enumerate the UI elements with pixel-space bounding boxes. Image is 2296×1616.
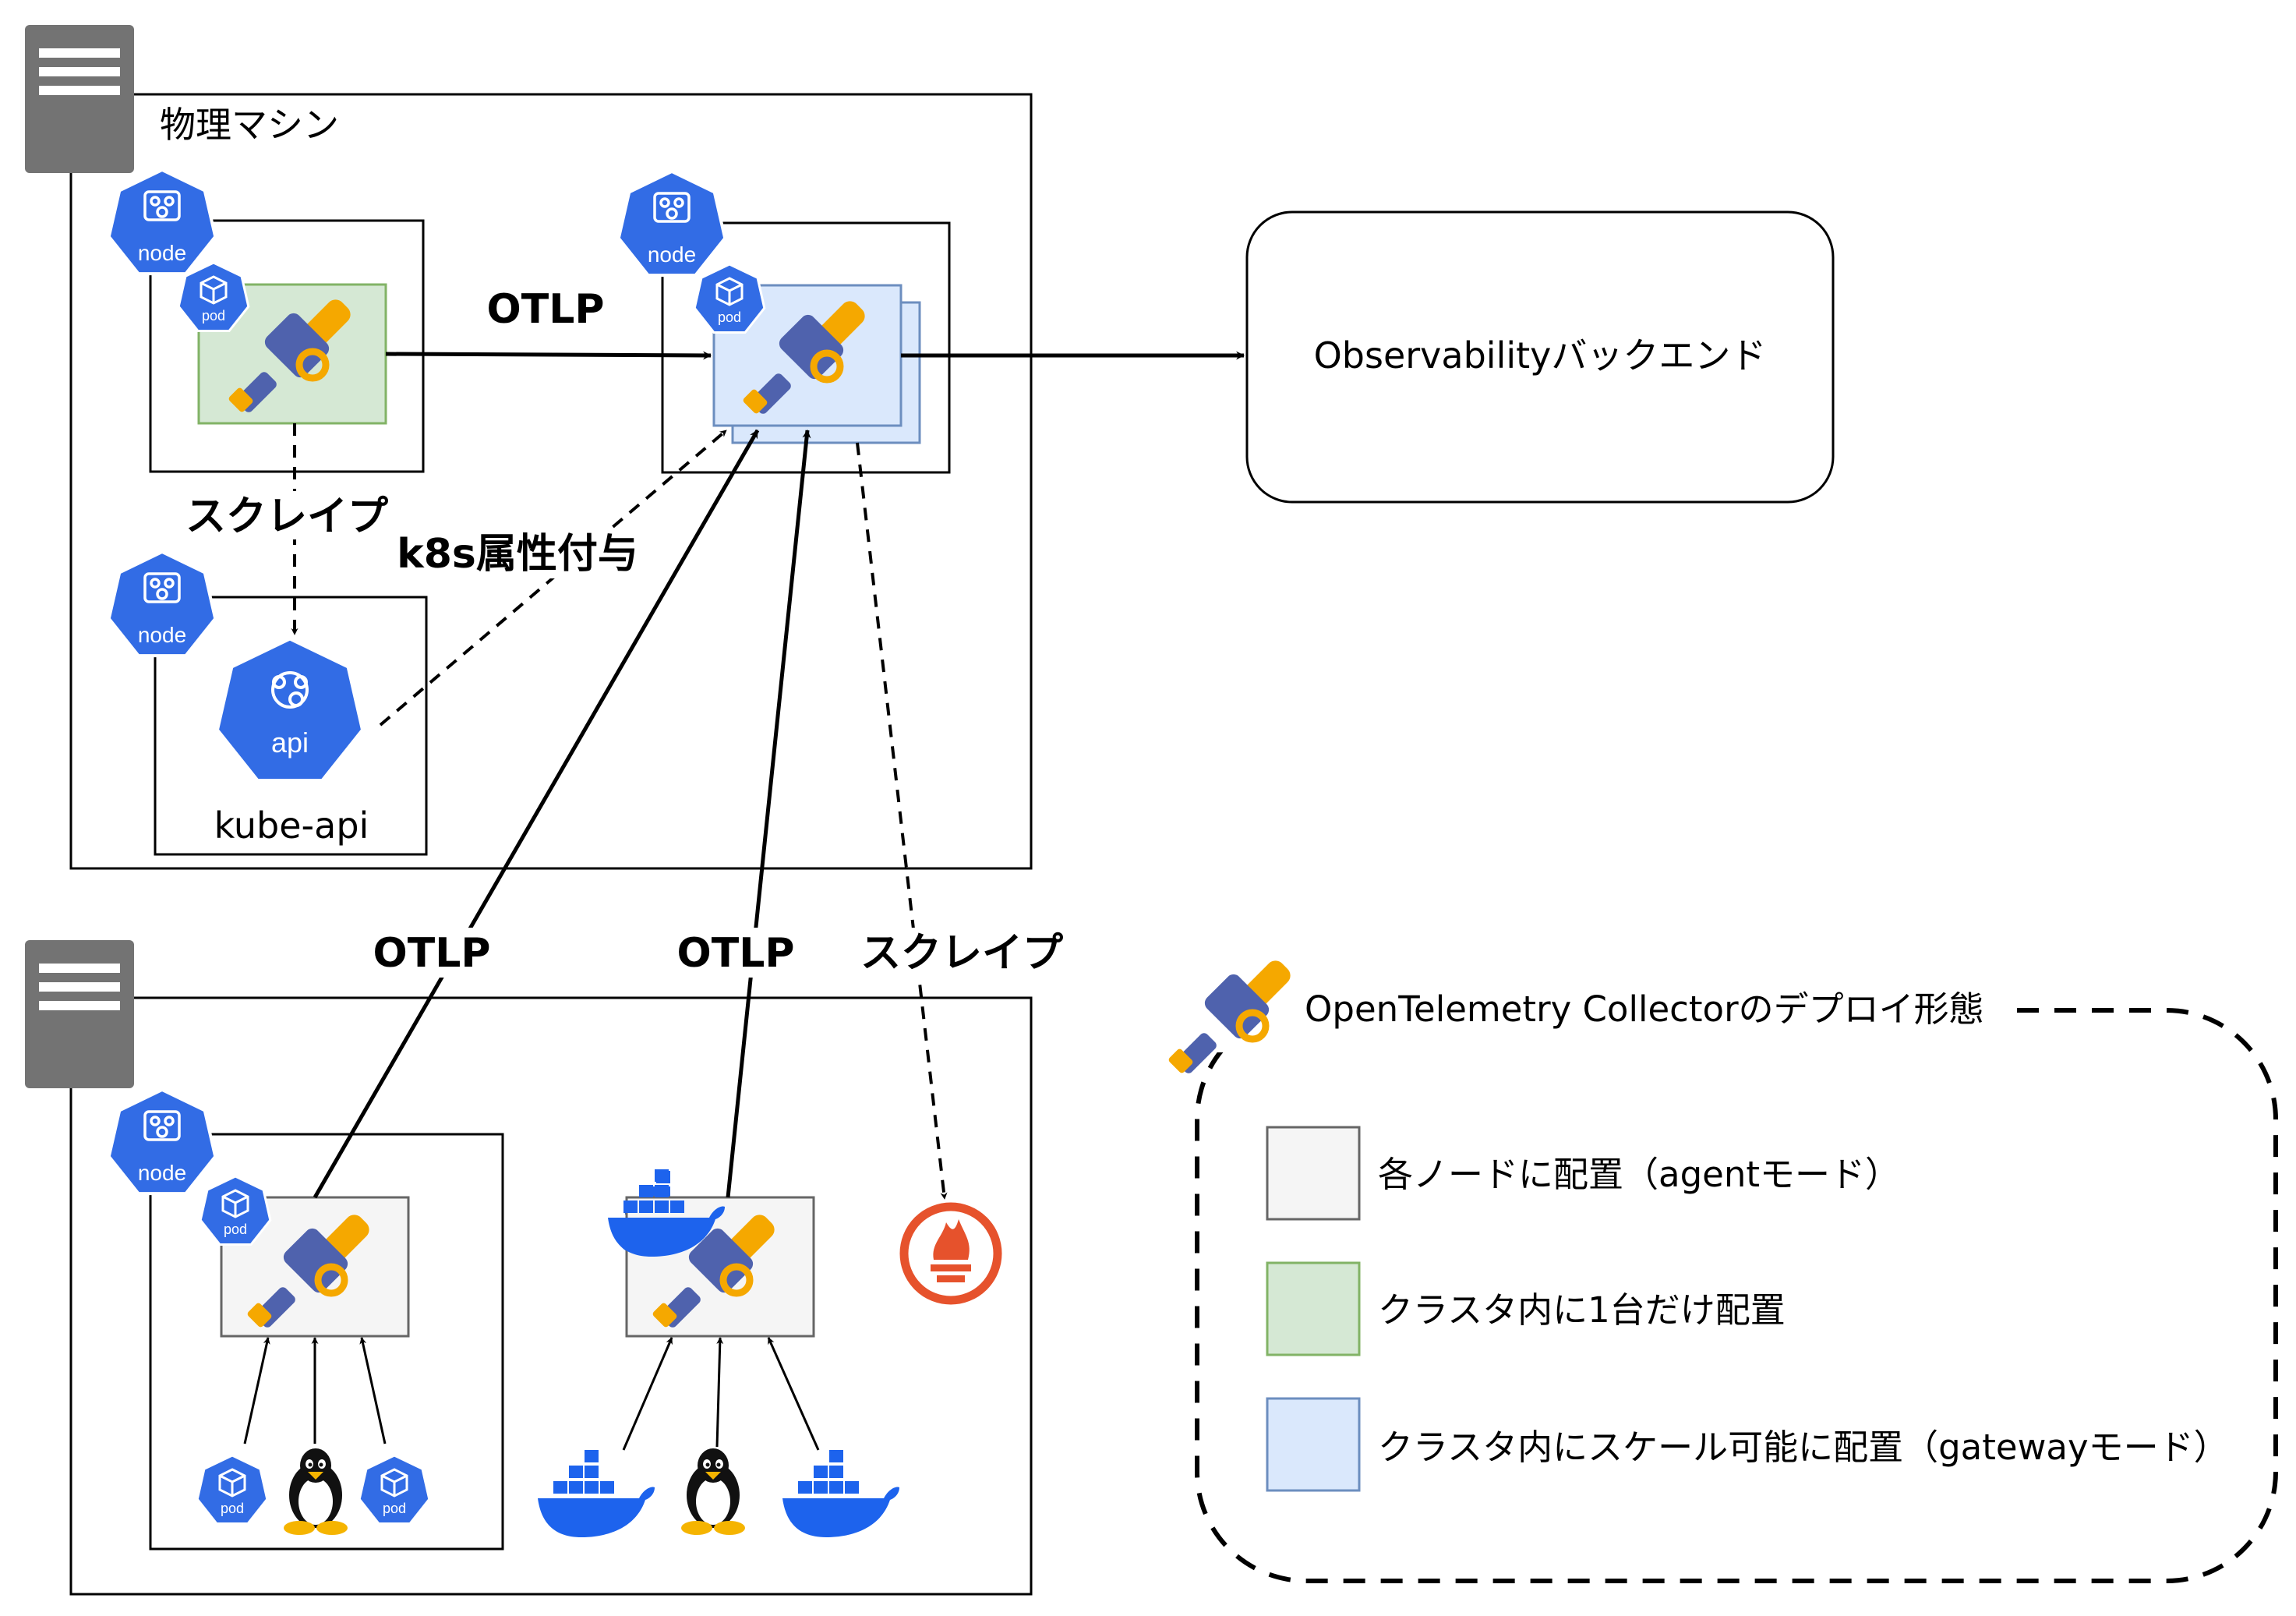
physical-machine-label: 物理マシン (160, 104, 339, 146)
docker-to-agent-arrow (622, 1337, 673, 1451)
svg-text:pod: pod (202, 308, 225, 324)
node-box-2 (661, 221, 951, 474)
svg-text:node: node (648, 242, 696, 267)
docker-icon (538, 1450, 655, 1537)
svg-text:pod: pod (221, 1501, 244, 1516)
server-icon (25, 940, 134, 1088)
pod-to-agent-arrow (359, 1337, 387, 1444)
otlp-label-top: OTLP (487, 286, 605, 333)
linux-icon (284, 1448, 348, 1535)
pod-icon: pod (199, 1175, 272, 1246)
legend-swatch-agent (1266, 1126, 1361, 1221)
otlp-label-mid: OTLP (677, 930, 795, 977)
svg-text:node: node (138, 623, 186, 647)
otlp-label-left: OTLP (373, 930, 491, 977)
scrape-arrow-prometheus (856, 442, 948, 1200)
pod-icon: pod (196, 1454, 269, 1525)
scrape-label-bottom: スクレイプ (860, 930, 1063, 977)
pod-icon: pod (693, 263, 766, 334)
scrape-label-top: スクレイプ (185, 493, 388, 540)
node-icon: node (616, 170, 727, 278)
node-icon: node (107, 550, 217, 658)
legend-label-agent: 各ノードに配置（agentモード） (1378, 1154, 1900, 1195)
legend-title: OpenTelemetry Collectorのデプロイ形態 (1305, 988, 1984, 1030)
svg-text:pod: pod (383, 1501, 406, 1516)
k8s-attributes-label: k8s属性付与 (397, 531, 638, 578)
svg-text:pod: pod (718, 309, 741, 325)
observability-backend-box (1245, 210, 1835, 504)
docker-to-agent-arrow (767, 1337, 820, 1451)
legend-swatch-gateway (1266, 1397, 1361, 1492)
legend-label-single: クラスタ内に1台だけ配置 (1378, 1289, 1786, 1331)
pod-icon: pod (177, 261, 250, 332)
legend-swatch-single (1266, 1261, 1361, 1356)
svg-text:pod: pod (224, 1222, 247, 1237)
pod-icon: pod (358, 1454, 431, 1525)
node-box-kube-api (154, 596, 428, 856)
node-box-1 (149, 219, 425, 473)
node-box-4 (149, 1133, 504, 1551)
linux-icon (681, 1448, 745, 1535)
svg-text:node: node (138, 241, 186, 265)
kube-api-label: kube-api (214, 804, 369, 847)
server-icon (25, 25, 134, 173)
observability-backend-label: Observabilityバックエンド (1314, 334, 1767, 377)
kube-api-icon: api (214, 636, 366, 783)
otlp-arrow-mid (726, 429, 811, 1198)
svg-text:node: node (138, 1161, 186, 1185)
legend-label-gateway: クラスタ内にスケール可能に配置（gatewayモード） (1378, 1427, 2229, 1468)
physical-machine-top-frame (69, 93, 1033, 870)
otlp-arrow-top (385, 351, 712, 360)
docker-icon (782, 1450, 899, 1537)
node-icon: node (107, 1088, 217, 1196)
node-icon: node (107, 168, 217, 276)
pod-to-agent-arrow (243, 1337, 270, 1444)
linux-to-agent-arrow (715, 1337, 724, 1448)
prometheus-icon (899, 1202, 1002, 1305)
svg-text:api: api (271, 727, 309, 758)
otlp-arrow-left (313, 429, 760, 1199)
physical-machine-bottom-frame (69, 996, 1033, 1596)
